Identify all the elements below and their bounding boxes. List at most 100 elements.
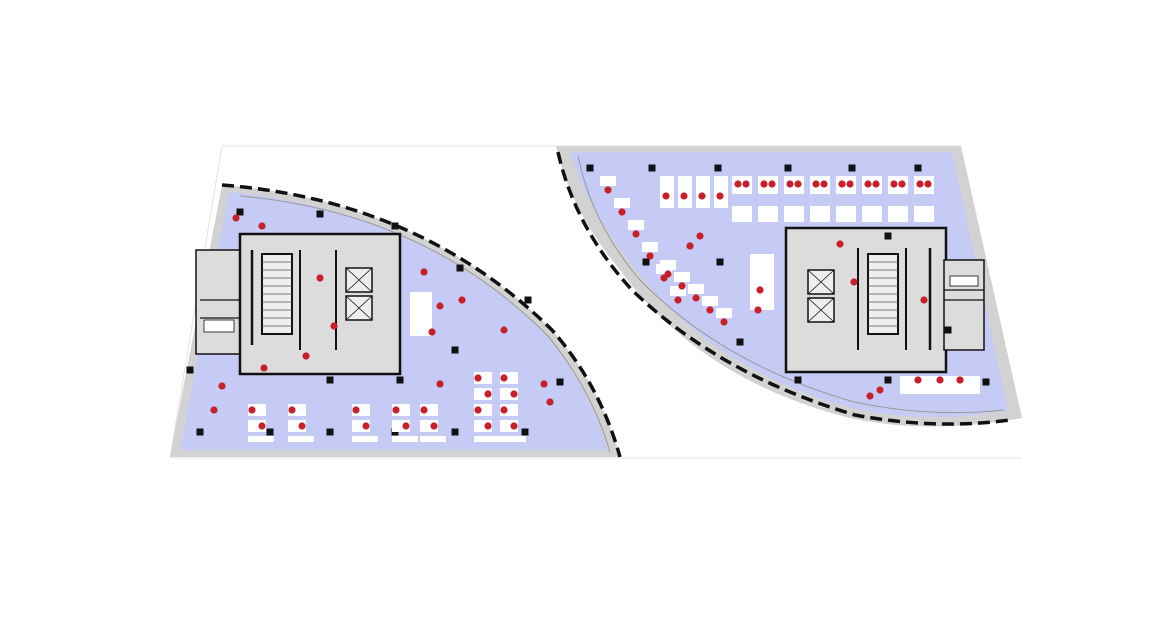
desk-icon [914, 206, 934, 222]
desk-icon [714, 176, 728, 208]
desk-icon [670, 286, 686, 296]
chair-icon [876, 386, 884, 394]
chair-icon [686, 242, 694, 250]
columns-group [186, 164, 990, 436]
chair-icon [510, 422, 518, 430]
chair-icon [838, 180, 846, 188]
chair-icon [258, 222, 266, 230]
desk-icon [674, 272, 690, 282]
chair-icon [742, 180, 750, 188]
chair-icon [316, 274, 324, 282]
column-icon [914, 164, 922, 172]
column-icon [396, 376, 404, 384]
column-icon [524, 296, 532, 304]
column-icon [456, 264, 464, 272]
column-icon [451, 428, 459, 436]
chair-icon [298, 422, 306, 430]
column-icon [642, 258, 650, 266]
chair-icon [768, 180, 776, 188]
desk-icon [784, 176, 804, 194]
desk-icon [716, 308, 732, 318]
desk-icon [288, 436, 314, 442]
chairs-group [210, 180, 964, 430]
column-icon [648, 164, 656, 172]
desk-icon [888, 206, 908, 222]
core-right [784, 226, 985, 374]
column-icon [326, 428, 334, 436]
chair-icon [330, 322, 338, 330]
desk-icon [702, 296, 718, 306]
column-icon [451, 346, 459, 354]
desk-icon [678, 176, 692, 208]
column-icon [586, 164, 594, 172]
desk-icon [474, 436, 500, 442]
column-icon [521, 428, 529, 436]
core-left [195, 232, 402, 376]
chair-icon [716, 192, 724, 200]
chair-icon [436, 302, 444, 310]
column-icon [326, 376, 334, 384]
chair-icon [760, 180, 768, 188]
chair-icon [618, 208, 626, 216]
desk-icon [836, 206, 856, 222]
desk-icon [810, 206, 830, 222]
desk-icon [862, 176, 882, 194]
chair-icon [864, 180, 872, 188]
chair-icon [866, 392, 874, 400]
chair-icon [546, 398, 554, 406]
desk-icon [352, 436, 378, 442]
chair-icon [402, 422, 410, 430]
curtain-wall-right [556, 151, 1011, 426]
chair-icon [674, 296, 682, 304]
desk-icon [392, 436, 418, 442]
desk-icon [758, 206, 778, 222]
chair-icon [484, 422, 492, 430]
desk-icon [248, 436, 274, 442]
chair-icon [754, 306, 762, 314]
chair-icon [646, 252, 654, 260]
desk-icon [810, 176, 830, 194]
column-icon [884, 376, 892, 384]
chair-icon [936, 376, 944, 384]
chair-icon [698, 192, 706, 200]
desk-icon [862, 206, 882, 222]
chair-icon [260, 364, 268, 372]
chair-icon [302, 352, 310, 360]
chair-icon [420, 406, 428, 414]
column-icon [794, 376, 802, 384]
chair-icon [362, 422, 370, 430]
chair-icon [288, 406, 296, 414]
chair-icon [680, 192, 688, 200]
desk-icon [420, 436, 446, 442]
chair-icon [678, 282, 686, 290]
desk-icon [600, 176, 616, 186]
chair-icon [872, 180, 880, 188]
chair-icon [836, 240, 844, 248]
column-icon [784, 164, 792, 172]
chair-icon [604, 186, 612, 194]
column-icon [391, 222, 399, 230]
chair-icon [924, 180, 932, 188]
desk-icon [914, 176, 934, 194]
chair-icon [352, 406, 360, 414]
chair-icon [210, 406, 218, 414]
chair-icon [248, 406, 256, 414]
chair-icon [850, 278, 858, 286]
column-icon [266, 428, 274, 436]
column-icon [848, 164, 856, 172]
chair-icon [258, 422, 266, 430]
column-icon [736, 338, 744, 346]
chair-icon [696, 232, 704, 240]
chair-icon [756, 286, 764, 294]
chair-icon [540, 380, 548, 388]
desk-icon [750, 254, 774, 310]
desk-icon [696, 176, 710, 208]
chair-icon [812, 180, 820, 188]
chair-icon [632, 230, 640, 238]
desk-icon [732, 206, 752, 222]
desk-icon [660, 176, 674, 208]
chair-icon [890, 180, 898, 188]
chair-icon [458, 296, 466, 304]
desk-icon [836, 176, 856, 194]
